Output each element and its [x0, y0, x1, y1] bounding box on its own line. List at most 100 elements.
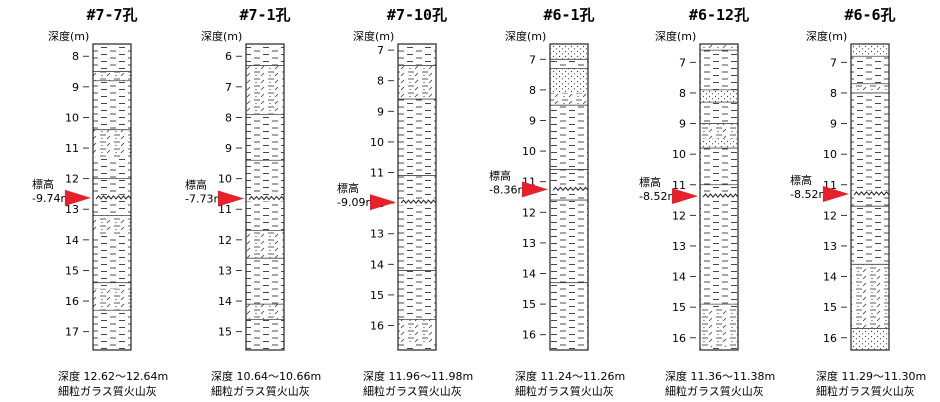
pumice-layer — [700, 44, 738, 51]
pumice-layer — [398, 319, 436, 344]
depth-tick-label: 16 — [522, 329, 536, 342]
depth-tick-label: 7 — [529, 53, 536, 66]
depth-tick-label: 13 — [522, 237, 536, 250]
depth-tick-label: 9 — [225, 142, 232, 155]
depth-tick-label: 16 — [65, 295, 79, 308]
elevation-label: 標高 — [639, 175, 661, 189]
depth-tick-label: 13 — [823, 240, 837, 253]
depth-tick-label: 16 — [823, 332, 837, 345]
depth-tick-label: 7 — [679, 56, 686, 69]
depth-tick-label: 14 — [65, 234, 79, 247]
depth-tick-label: 9 — [529, 115, 536, 128]
borehole-title: #7-1孔 — [239, 6, 290, 24]
depth-tick-label: 16 — [370, 320, 384, 333]
depth-tick-label: 14 — [823, 271, 837, 284]
sand-layer — [550, 44, 588, 60]
elevation-label: 標高 — [32, 177, 54, 191]
column-border — [397, 43, 437, 351]
depth-tick-label: 11 — [65, 142, 79, 155]
depth-tick-label: 14 — [522, 268, 536, 281]
column-border — [549, 43, 589, 351]
depth-tick-label: 8 — [529, 84, 536, 97]
depth-tick-label: 10 — [672, 148, 686, 161]
depth-tick-label: 15 — [823, 301, 837, 314]
depth-tick-label: 12 — [823, 209, 837, 222]
depth-tick-label: 15 — [522, 298, 536, 311]
depth-tick-label: 10 — [218, 173, 232, 186]
tephra-marker-arrow — [370, 194, 396, 211]
sample-depth-range: 深度 10.64～10.66m — [211, 369, 321, 383]
pumice-layer — [246, 230, 284, 259]
tephra-marker-arrow — [672, 188, 698, 205]
sample-depth-range: 深度 11.96～11.98m — [363, 369, 473, 383]
borehole-title: #7-10孔 — [387, 6, 447, 24]
sand-layer — [851, 44, 889, 57]
depth-tick-label: 14 — [672, 271, 686, 284]
pumice-layer — [246, 304, 284, 320]
sample-description: 細粒ガラス質火山灰 — [58, 384, 157, 398]
borehole-title: #6-1孔 — [543, 6, 594, 24]
depth-tick-label: 11 — [370, 167, 384, 180]
ash-layer — [702, 193, 739, 198]
elevation-value: -8.52m — [639, 190, 678, 203]
pumice-layer — [93, 288, 131, 311]
depth-tick-label: 12 — [218, 234, 232, 247]
sample-description: 細粒ガラス質火山灰 — [363, 384, 462, 398]
depth-tick-label: 8 — [377, 75, 384, 88]
ash-layer — [400, 199, 437, 204]
sample-depth-range: 深度 11.29～11.30m — [816, 369, 926, 383]
depth-tick-label: 15 — [218, 326, 232, 339]
depth-tick-label: 13 — [672, 240, 686, 253]
depth-tick-label: 8 — [679, 87, 686, 100]
pumice-layer — [93, 215, 131, 234]
depth-axis-label: 深度(m) — [48, 29, 89, 43]
depth-tick-label: 7 — [225, 81, 232, 94]
depth-tick-label: 11 — [672, 179, 686, 192]
depth-tick-label: 15 — [672, 301, 686, 314]
sand-layer — [851, 328, 889, 350]
depth-tick-label: 13 — [370, 228, 384, 241]
sample-depth-range: 深度 11.24～11.26m — [515, 369, 625, 383]
depth-tick-label: 8 — [72, 50, 79, 63]
elevation-value: -8.36m — [489, 183, 528, 196]
depth-tick-label: 9 — [679, 118, 686, 131]
depth-axis-label: 深度(m) — [806, 29, 847, 43]
sand-layer — [700, 89, 738, 103]
depth-tick-label: 7 — [377, 44, 384, 57]
sample-description: 細粒ガラス質火山灰 — [816, 384, 915, 398]
depth-tick-label: 10 — [370, 136, 384, 149]
borehole-title: #6-6孔 — [844, 6, 895, 24]
elevation-label: 標高 — [489, 168, 511, 182]
depth-tick-label: 10 — [823, 148, 837, 161]
ash-layer — [853, 191, 890, 196]
pumice-layer — [246, 65, 284, 115]
tephra-marker-arrow — [823, 185, 849, 202]
borehole-title: #6-12孔 — [689, 6, 749, 24]
elevation-label: 標高 — [337, 181, 359, 195]
sample-description: 細粒ガラス質火山灰 — [515, 384, 614, 398]
depth-tick-label: 8 — [225, 111, 232, 124]
tephra-marker-arrow — [522, 181, 548, 198]
column-border — [850, 43, 890, 351]
borehole-title: #7-7孔 — [86, 6, 137, 24]
depth-tick-label: 15 — [65, 264, 79, 277]
depth-tick-label: 12 — [65, 173, 79, 186]
sample-description: 細粒ガラス質火山灰 — [211, 384, 310, 398]
sample-depth-range: 深度 12.62～12.64m — [58, 369, 168, 383]
column-border — [92, 43, 132, 351]
depth-tick-label: 10 — [65, 111, 79, 124]
ash-layer — [552, 186, 589, 192]
depth-tick-label: 12 — [672, 209, 686, 222]
depth-tick-label: 10 — [522, 145, 536, 158]
depth-tick-label: 7 — [830, 56, 837, 69]
elevation-value: -9.74m — [32, 192, 71, 205]
ash-layer — [248, 195, 285, 201]
pumice-layer — [93, 129, 131, 158]
column-border — [245, 43, 285, 351]
elevation-label: 標高 — [790, 173, 812, 187]
